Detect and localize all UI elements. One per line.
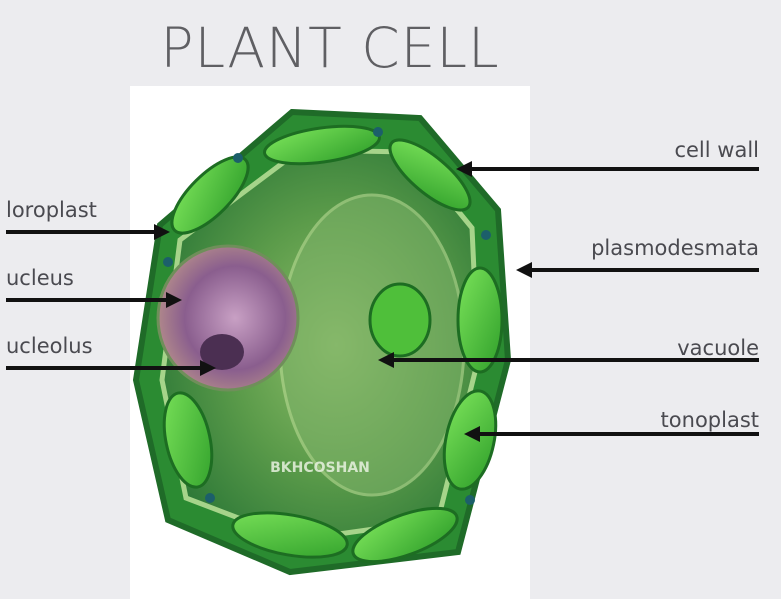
- vacuole-shape: [280, 195, 464, 495]
- label-nucleolus: ucleolus: [6, 334, 93, 358]
- arrowhead-chloroplast: [154, 224, 170, 240]
- label-chloroplast: loroplast: [6, 198, 97, 222]
- pointer-nucleus: [6, 298, 168, 302]
- arrowhead-vacuole: [378, 352, 394, 368]
- label-vacuole: vacuole: [677, 336, 759, 360]
- label-cell-wall: cell wall: [674, 138, 759, 162]
- pointer-plasmodesmata: [530, 268, 759, 272]
- watermark-text: BKHCOSHAN: [270, 460, 370, 476]
- arrowhead-plasmodesmata: [516, 262, 532, 278]
- arrowhead-nucleolus: [200, 360, 216, 376]
- pointer-vacuole: [392, 358, 759, 362]
- arrowhead-cell-wall: [456, 161, 472, 177]
- pointer-nucleolus: [6, 366, 202, 370]
- chloroplast: [458, 268, 502, 372]
- label-tonoplast: tonoplast: [661, 408, 759, 432]
- arrowhead-tonoplast: [464, 426, 480, 442]
- pointer-tonoplast: [478, 432, 759, 436]
- label-nucleus: ucleus: [6, 266, 74, 290]
- chloroplast: [370, 284, 430, 356]
- pointer-chloroplast: [6, 230, 156, 234]
- arrowhead-nucleus: [166, 292, 182, 308]
- label-plasmodesmata: plasmodesmata: [591, 236, 759, 260]
- pointer-cell-wall: [470, 167, 759, 171]
